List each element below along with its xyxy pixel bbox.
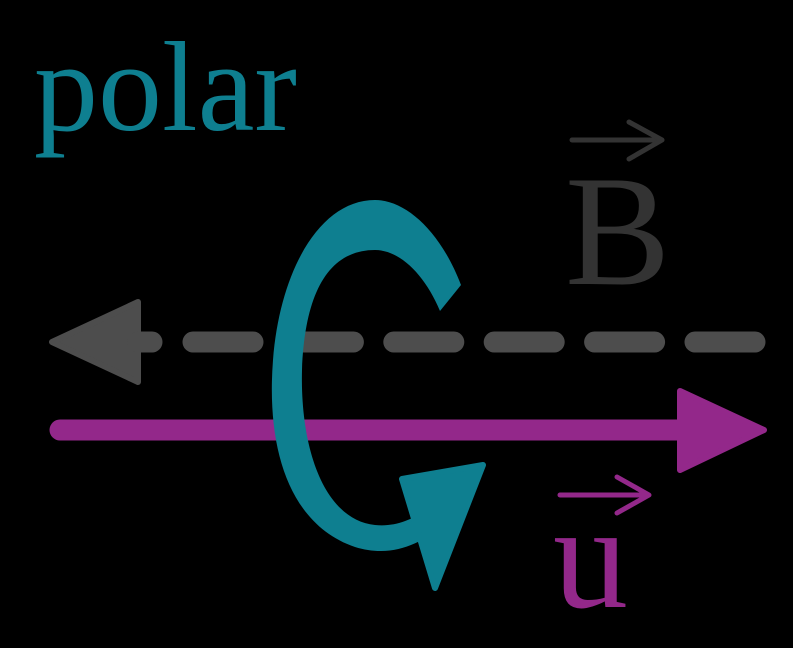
field-symbol: B [565,144,670,319]
field-label: B [565,119,670,319]
title-text: polar [34,16,297,158]
arrowhead-curved-icon [399,462,486,591]
rotation-arrow [271,200,486,591]
velocity-line-arrow [49,388,767,473]
vector-arrow-icon [569,119,665,162]
vector-arrow-icon [557,474,652,516]
arrowhead-right-icon [677,388,767,473]
velocity-label: u [553,474,652,640]
velocity-symbol: u [553,474,628,640]
